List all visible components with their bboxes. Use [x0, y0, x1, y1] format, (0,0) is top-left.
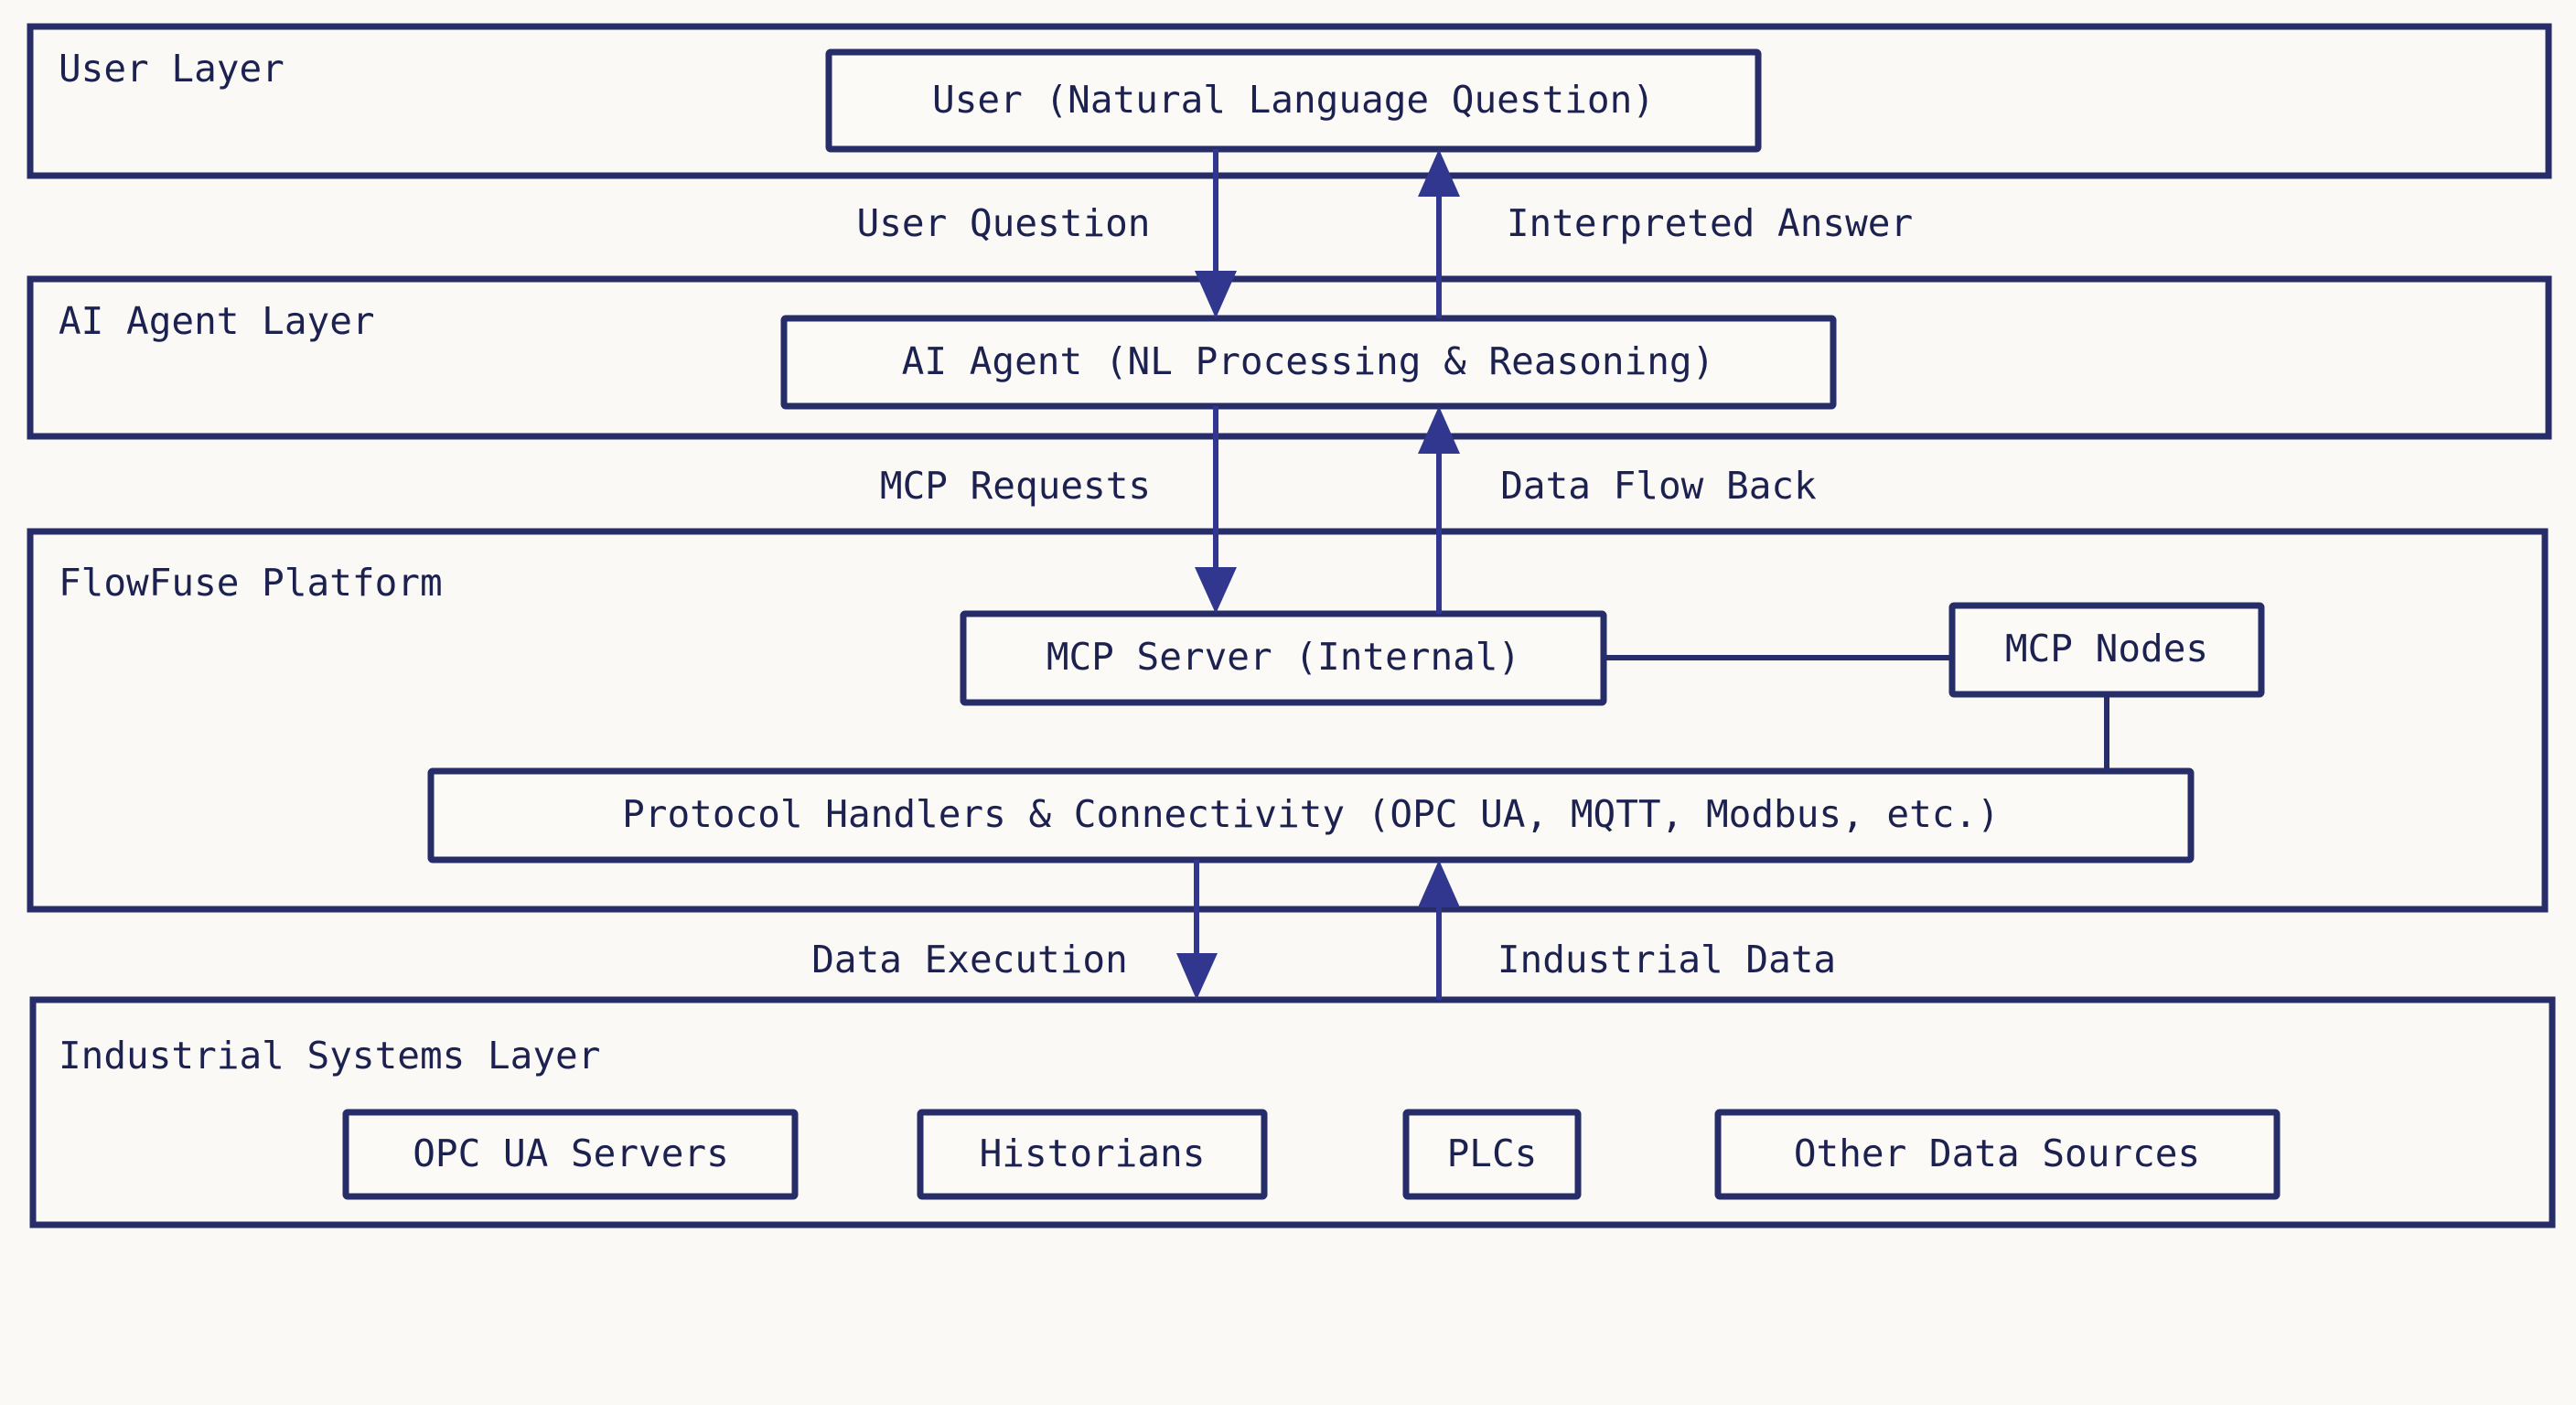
arrow-head-industrial-data: [1418, 860, 1460, 907]
layer-title-industrial: Industrial Systems Layer: [59, 1034, 600, 1078]
arrow-head-data-flow-back: [1418, 406, 1460, 454]
node-label-other-data-sources: Other Data Sources: [1794, 1132, 2200, 1175]
edge-label-mcp-requests: MCP Requests: [880, 464, 1151, 508]
node-box-user[interactable]: [825, 48, 1762, 153]
edge-label-data-execution: Data Execution: [811, 938, 1128, 981]
edge-label-industrial-data: Industrial Data: [1497, 938, 1836, 981]
node-box-protocol-handlers[interactable]: [427, 767, 2195, 863]
arrow-head-mcp-requests: [1195, 567, 1237, 614]
node-label-plcs: PLCs: [1447, 1132, 1538, 1175]
layer-title-user: User Layer: [59, 47, 284, 91]
node-label-mcp-server: MCP Server (Internal): [1046, 635, 1520, 679]
node-box-ai-agent[interactable]: [780, 315, 1837, 410]
layer-title-flowfuse: FlowFuse Platform: [59, 561, 443, 605]
layer-flowfuse: FlowFuse Platform MCP Server (Internal) …: [27, 528, 2549, 913]
node-label-user: User (Natural Language Question): [932, 78, 1655, 122]
edge-industrial-data: Industrial Data: [1418, 860, 1836, 1000]
edge-label-data-flow-back: Data Flow Back: [1500, 464, 1817, 508]
edge-data-flow-back: Data Flow Back: [1418, 406, 1817, 614]
edge-interpreted-answer: Interpreted Answer: [1418, 149, 1913, 318]
node-label-historians: Historians: [980, 1132, 1206, 1175]
layer-title-ai-agent: AI Agent Layer: [59, 299, 375, 343]
node-box-plcs[interactable]: [1402, 1109, 1582, 1200]
edge-label-user-question: User Question: [857, 201, 1151, 245]
node-label-opc-ua-servers: OPC UA Servers: [413, 1132, 729, 1175]
edge-user-question: User Question: [857, 149, 1237, 318]
edge-data-execution: Data Execution: [811, 860, 1218, 1000]
node-label-ai-agent: AI Agent (NL Processing & Reasoning): [902, 339, 1715, 383]
node-box-historians[interactable]: [917, 1109, 1268, 1200]
node-box-opc-ua-servers[interactable]: [342, 1109, 799, 1200]
arrow-head-data-execution: [1176, 953, 1218, 1000]
node-box-other-data-sources[interactable]: [1714, 1109, 2281, 1200]
node-label-protocol-handlers: Protocol Handlers & Connectivity (OPC UA…: [622, 792, 2000, 836]
edge-mcp-requests: MCP Requests: [880, 406, 1237, 614]
node-label-mcp-nodes: MCP Nodes: [2005, 627, 2208, 670]
layer-industrial: Industrial Systems Layer OPC UA Servers …: [29, 996, 2556, 1228]
arrow-head-interpreted-answer: [1418, 149, 1460, 197]
layer-ai-agent: AI Agent Layer AI Agent (NL Processing &…: [27, 275, 2552, 440]
arrow-head-user-question: [1195, 271, 1237, 318]
edge-label-interpreted-answer: Interpreted Answer: [1507, 201, 1913, 245]
layer-user: User Layer User (Natural Language Questi…: [27, 23, 2552, 179]
